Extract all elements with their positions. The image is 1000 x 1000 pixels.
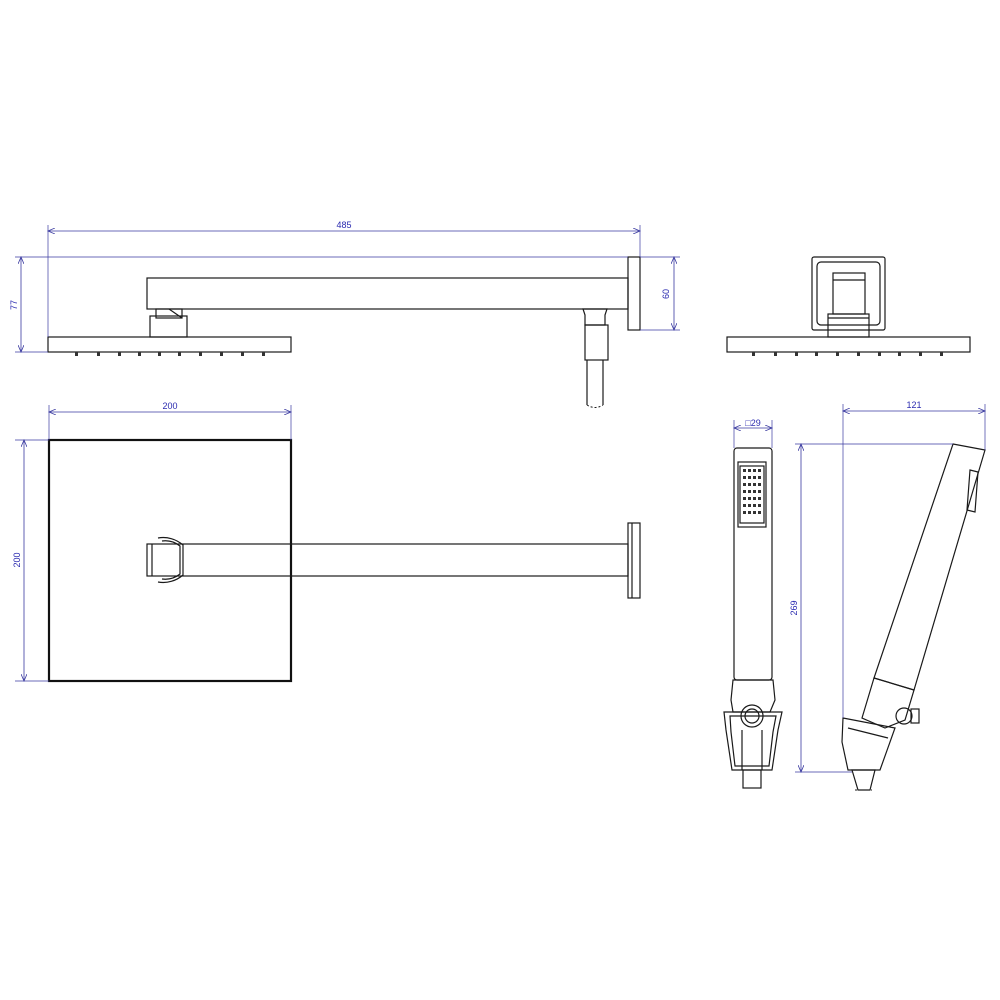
dim-label-121: 121 [906, 400, 921, 410]
nozzle-row-front [75, 352, 265, 356]
hand-shower-side [841, 443, 986, 791]
pipe-connector-front [582, 308, 608, 326]
dimension-200-depth: 200 [12, 440, 49, 681]
dim-label-200-width: 200 [162, 401, 177, 411]
dim-label-200-depth: 200 [12, 552, 22, 567]
dim-label-29: □29 [745, 418, 760, 428]
dimension-269: 269 [789, 444, 953, 772]
dim-label-60: 60 [661, 289, 671, 299]
arm-top [146, 543, 629, 577]
dimension-29: □29 [734, 418, 772, 448]
top-view-shower-head [47, 438, 641, 683]
handle-body-side [873, 443, 986, 691]
dimension-121: 121 [843, 400, 985, 718]
arm-front [146, 277, 629, 310]
square-symbol: □ [745, 418, 751, 428]
head-connector [149, 315, 188, 338]
head-plate-top [47, 438, 293, 683]
dim-value-29: 29 [751, 418, 761, 428]
head-plate-front [47, 336, 292, 353]
dim-label-269: 269 [789, 600, 799, 615]
hand-shower-front [723, 447, 783, 789]
dimension-485: 485 [48, 220, 640, 337]
dim-label-485: 485 [336, 220, 351, 230]
nozzle-row-side [752, 352, 943, 356]
dimension-200-width: 200 [49, 401, 291, 440]
wall-flange-front [627, 256, 641, 331]
spray-nozzle-grid [743, 469, 761, 514]
front-view-shower-arm [47, 256, 641, 408]
holder-bracket-front [730, 679, 776, 713]
spray-face [737, 461, 767, 528]
holder-bracket-side [841, 717, 896, 771]
wall-flange-top [627, 522, 641, 599]
round-connector-top [157, 536, 184, 584]
wall-flange-side [811, 256, 886, 331]
dim-label-77: 77 [9, 300, 19, 310]
head-plate-side [726, 336, 971, 353]
dimension-60: 60 [640, 257, 680, 330]
dimension-77: 77 [9, 257, 628, 352]
arm-section-side [832, 272, 866, 315]
side-view-head [726, 256, 971, 356]
